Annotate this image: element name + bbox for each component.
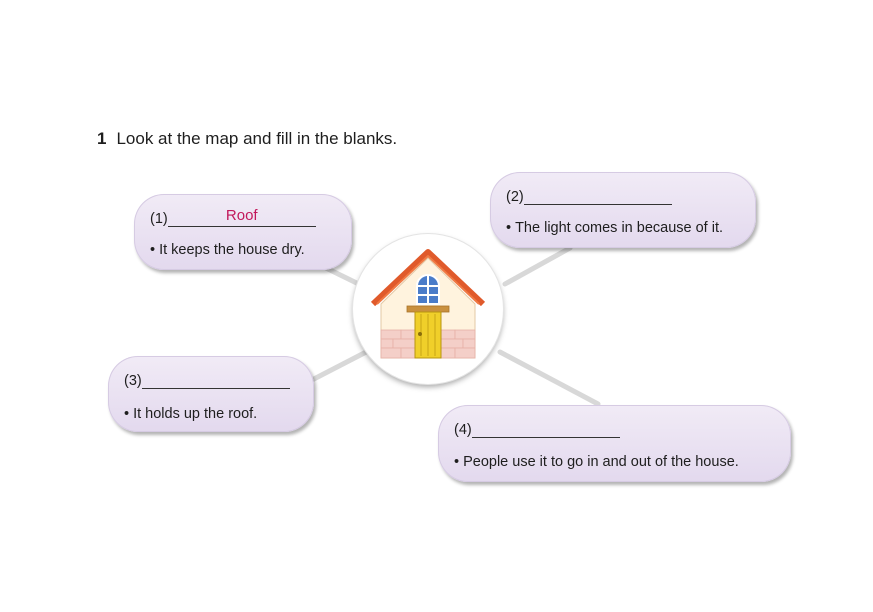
- connector-4: [497, 349, 601, 407]
- bubble-4-question: (4): [454, 420, 620, 438]
- exercise-number: 1: [97, 129, 107, 148]
- exercise-instruction: 1 Look at the map and fill in the blanks.: [97, 129, 397, 149]
- bubble-4: (4) •People use it to go in and out of t…: [438, 405, 791, 482]
- bullet: •: [454, 454, 460, 470]
- bullet: •: [150, 242, 156, 258]
- answer-blank-2[interactable]: [523, 187, 672, 205]
- house-center-circle: [353, 234, 503, 384]
- bubble-1-question: (1) Roof: [150, 207, 316, 227]
- bubble-3-label: (3): [124, 373, 142, 389]
- bubble-4-hint: •People use it to go in and out of the h…: [454, 454, 739, 470]
- answer-1-text: Roof: [225, 207, 258, 224]
- bubble-1-label: (1): [150, 211, 168, 227]
- bubble-4-description: People use it to go in and out of the ho…: [463, 454, 739, 470]
- bullet: •: [124, 406, 130, 422]
- bubble-2: (2) •The light comes in because of it.: [490, 172, 756, 248]
- bubble-3: (3) •It holds up the roof.: [108, 356, 314, 432]
- bubble-2-description: The light comes in because of it.: [515, 220, 724, 236]
- bubble-3-question: (3): [124, 371, 290, 389]
- bubble-3-hint: •It holds up the roof.: [124, 406, 257, 422]
- bubble-3-description: It holds up the roof.: [133, 406, 258, 422]
- answer-blank-3[interactable]: [141, 371, 290, 389]
- instruction-text: Look at the map and fill in the blanks.: [116, 129, 398, 148]
- bullet: •: [506, 220, 512, 236]
- answer-blank-4[interactable]: [471, 420, 620, 438]
- bubble-1: (1) Roof •It keeps the house dry.: [134, 194, 352, 270]
- bubble-1-hint: •It keeps the house dry.: [150, 242, 305, 258]
- bubble-2-question: (2): [506, 187, 672, 205]
- bubble-1-description: It keeps the house dry.: [159, 242, 305, 258]
- answer-blank-1[interactable]: Roof: [167, 207, 316, 227]
- bubble-4-label: (4): [454, 422, 472, 438]
- connector-3: [309, 347, 373, 383]
- house-icon: [370, 249, 486, 359]
- bubble-2-hint: •The light comes in because of it.: [506, 220, 723, 236]
- bubble-2-label: (2): [506, 189, 524, 205]
- connector-2: [502, 245, 573, 287]
